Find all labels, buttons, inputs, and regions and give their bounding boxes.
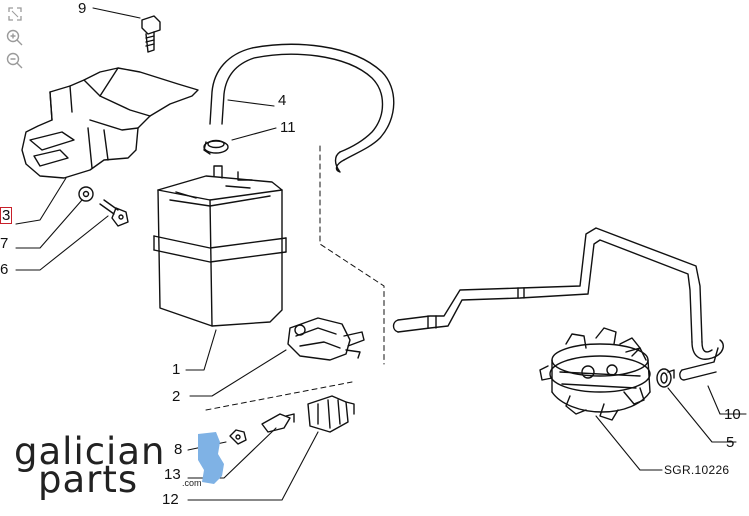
clamp-5 bbox=[656, 368, 675, 388]
bolt-9 bbox=[141, 15, 161, 53]
callout-1[interactable]: 1 bbox=[172, 361, 181, 378]
callout-3[interactable]: 3 bbox=[0, 207, 13, 224]
throttle-body bbox=[539, 327, 651, 421]
callout-6[interactable]: 6 bbox=[0, 261, 9, 278]
fullscreen-icon bbox=[8, 7, 22, 21]
hose-10 bbox=[679, 339, 724, 381]
callout-9[interactable]: 9 bbox=[78, 0, 87, 17]
connector-13 bbox=[261, 413, 295, 433]
watermark-logo: galician parts .com bbox=[14, 430, 224, 501]
fullscreen-button[interactable] bbox=[4, 4, 26, 24]
clamp-11 bbox=[203, 139, 229, 155]
callout-11[interactable]: 11 bbox=[280, 119, 296, 136]
callout-2[interactable]: 2 bbox=[172, 388, 181, 405]
callout-8[interactable]: 8 bbox=[174, 441, 183, 458]
connector-12 bbox=[307, 395, 355, 433]
zoom-out-button[interactable] bbox=[4, 51, 26, 71]
brand-domain: .com bbox=[182, 478, 202, 488]
washer-7 bbox=[78, 186, 94, 202]
callout-7[interactable]: 7 bbox=[0, 235, 9, 252]
callout-4[interactable]: 4 bbox=[278, 92, 287, 109]
brand-line-2: parts bbox=[38, 458, 139, 501]
callout-12[interactable]: 12 bbox=[162, 491, 179, 508]
zoom-out-icon bbox=[6, 52, 23, 69]
hose-4 bbox=[209, 43, 395, 173]
zoom-in-icon bbox=[6, 29, 23, 46]
routing-dashes bbox=[205, 145, 385, 411]
canister-part bbox=[153, 165, 287, 327]
bracket-part bbox=[21, 67, 199, 179]
reference-code: SGR.10226 bbox=[664, 463, 730, 477]
grommet-8 bbox=[229, 429, 247, 445]
callout-13[interactable]: 13 bbox=[164, 466, 181, 483]
vapour-pipe bbox=[392, 227, 703, 343]
screw-6 bbox=[99, 199, 129, 227]
callout-5[interactable]: 5 bbox=[726, 434, 735, 451]
brand-map-shape bbox=[198, 432, 224, 484]
leader-lines bbox=[15, 7, 747, 501]
zoom-in-button[interactable] bbox=[4, 28, 26, 48]
vent-valve-part bbox=[287, 317, 365, 361]
callout-10[interactable]: 10 bbox=[724, 406, 741, 423]
brand-line-1: galician bbox=[14, 430, 166, 473]
